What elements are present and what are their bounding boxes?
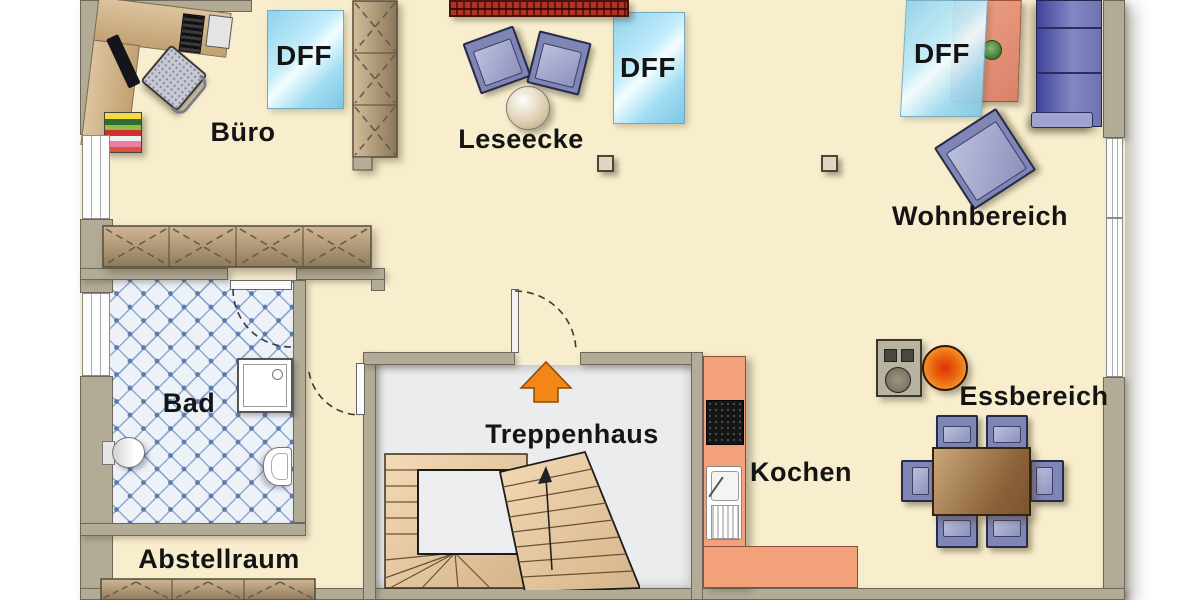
room-label-buero: Büro — [210, 117, 276, 147]
storage-cabinet-row — [102, 225, 372, 268]
bookshelf-books — [104, 112, 142, 153]
shower — [237, 358, 293, 413]
room-label-treppenhaus: Treppenhaus — [485, 419, 659, 449]
cooktop — [706, 400, 744, 445]
pendant-lamp — [922, 345, 968, 391]
keyboard-icon — [178, 13, 206, 54]
room-label-abstellraum: Abstellraum — [138, 544, 300, 574]
wardrobe-cabinet — [352, 0, 398, 171]
room-label-bad: Bad — [162, 388, 216, 418]
roof-post-left — [597, 155, 614, 172]
window-left-2 — [82, 293, 110, 376]
dining-table — [932, 447, 1031, 516]
room-label-kochen: Kochen — [749, 457, 853, 487]
shower-drain-icon — [272, 369, 283, 380]
window-right — [1106, 138, 1123, 377]
storage-cabinet-abstellraum — [100, 578, 316, 600]
staircase — [384, 450, 640, 590]
sofa-seat-front — [1031, 112, 1093, 128]
wall-bath-bottom — [80, 523, 306, 536]
wood-stove — [876, 339, 922, 397]
wall-stair-right — [691, 352, 703, 600]
phone-icon — [205, 14, 234, 50]
skylight-window-1 — [267, 10, 344, 109]
wall-right-upper — [1103, 0, 1125, 138]
kitchen-sink — [706, 466, 742, 540]
wall-bath-right — [293, 280, 306, 523]
skylight-label-3: DFF — [914, 38, 970, 69]
bathroom-door — [230, 280, 292, 290]
room-label-leseecke: Leseecke — [458, 124, 584, 154]
sideboard-books — [449, 0, 629, 17]
dining-chair-left — [901, 460, 935, 502]
dining-chair-bottom-1 — [936, 514, 978, 548]
room-label-essbereich: Essbereich — [959, 381, 1109, 411]
wall-stair-top-right — [580, 352, 703, 365]
toilet — [102, 437, 146, 469]
stair-direction-arrow — [538, 466, 552, 484]
wall-bath-top-right — [296, 268, 385, 280]
dining-chair-bottom-2 — [986, 514, 1028, 548]
sofa — [1036, 0, 1102, 127]
wall-left-lower — [80, 376, 113, 600]
window-left-1 — [82, 135, 110, 219]
wall-bath-top-left — [80, 268, 228, 280]
dining-chair-top-1 — [936, 415, 978, 449]
dining-chair-top-2 — [986, 415, 1028, 449]
storage-corridor-door — [356, 363, 365, 415]
roof-post-right — [821, 155, 838, 172]
skylight-window-2 — [613, 12, 685, 124]
coffee-table — [506, 86, 550, 130]
window-right-divider — [1106, 217, 1123, 219]
washbasin — [263, 447, 292, 486]
dining-chair-right — [1030, 460, 1064, 502]
skylight-label-1: DFF — [276, 40, 332, 71]
wall-notch — [371, 279, 385, 291]
staircase-door — [511, 289, 519, 353]
kitchen-counter-bottom — [703, 546, 858, 588]
skylight-label-2: DFF — [620, 52, 676, 83]
wall-stair-top-left — [363, 352, 515, 365]
room-label-wohnbereich: Wohnbereich — [891, 201, 1069, 231]
